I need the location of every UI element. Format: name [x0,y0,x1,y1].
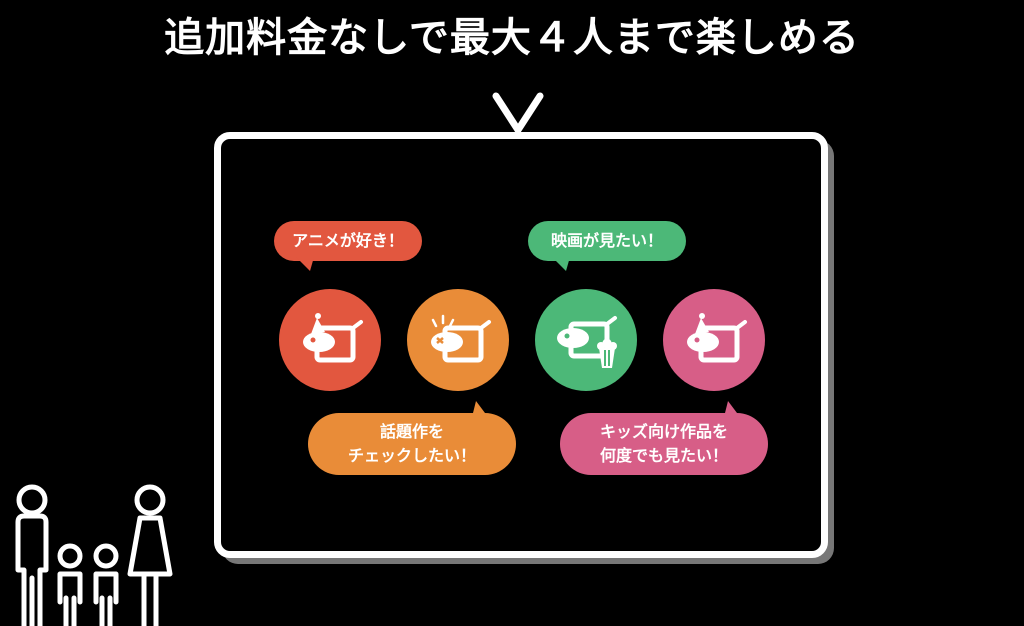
bubble-tail [724,401,740,417]
kids-circle [663,289,765,391]
bubble-tail [552,257,570,271]
tv-mascot-party-hat-icon [303,313,363,363]
bubble-movie: 映画が見たい！ [528,221,686,271]
anime-circle [279,289,381,391]
tv-mascot-party-hat-icon [687,313,747,363]
bubble-trending-line2: チェックしたい！ [347,446,476,465]
bubble-anime-text: アニメが好き！ [292,231,404,250]
trending-circle [407,289,509,391]
tv-antenna-icon [492,92,544,134]
bubble-trending: 話題作を チェックしたい！ [308,401,516,475]
tv-mascot-popcorn-icon [557,316,617,368]
bubble-kids-line1: キッズ向け作品を [599,422,728,441]
movie-circle [535,289,637,391]
bubble-tail [472,401,488,417]
bubble-movie-text: 映画が見たい！ [550,231,663,250]
bubble-kids-line2: 何度でも見たい！ [599,446,728,465]
family-icon [15,484,173,626]
bubble-trending-line1: 話題作を [379,422,444,441]
headline: 追加料金なしで最大４人まで楽しめる [164,15,860,61]
tv-mascot-excited-icon [431,314,491,363]
bubble-kids: キッズ向け作品を 何度でも見たい！ [560,401,768,475]
bubble-anime: アニメが好き！ [274,221,422,271]
bubble-tail [296,257,314,271]
